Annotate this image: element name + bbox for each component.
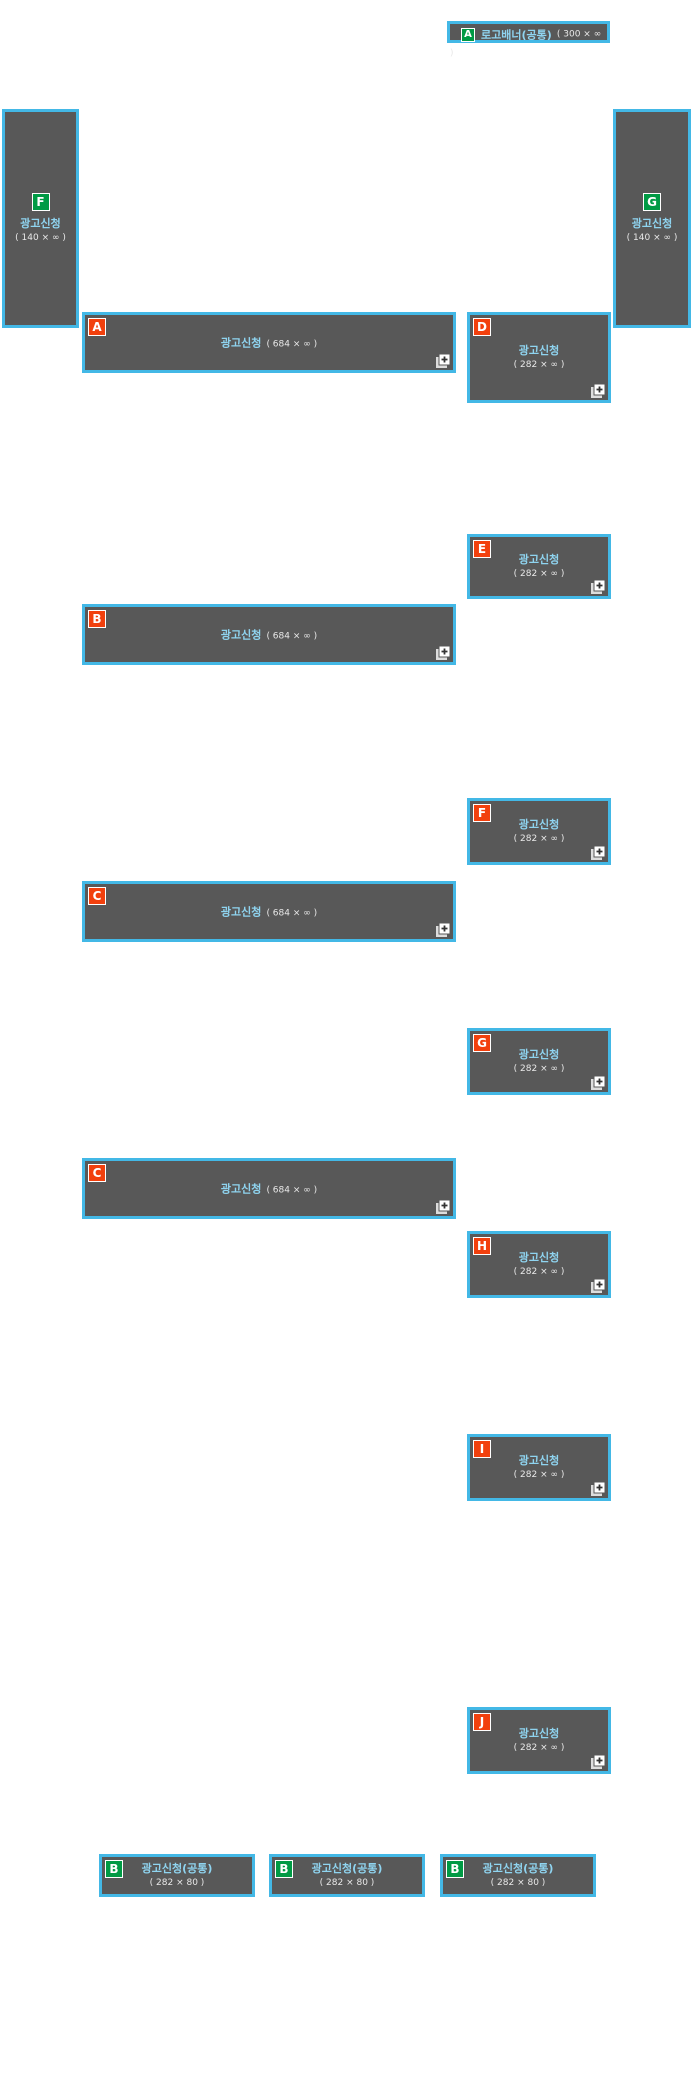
slot-label: 광고신청 [518, 1726, 560, 1740]
slot-badge: B [275, 1860, 293, 1878]
slot-size: ( 282 × ∞ ) [513, 1063, 565, 1074]
slot-label: 광고신청 [20, 216, 61, 230]
right-ad-slot[interactable]: H 광고신청 ( 282 × ∞ ) [467, 1231, 611, 1298]
slot-label: 광고신청 [518, 817, 560, 831]
slot-badge: F [473, 804, 491, 822]
wide-ad-slot[interactable]: B 광고신청 ( 684 × ∞ ) [82, 604, 456, 665]
slot-size: ( 282 × ∞ ) [513, 833, 565, 844]
slot-size: ( 282 × ∞ ) [513, 1266, 565, 1277]
slot-badge: G [473, 1034, 491, 1052]
slot-badge: C [88, 1164, 106, 1182]
add-icon[interactable] [591, 1481, 606, 1496]
slot-label: 광고신청 [518, 1047, 560, 1061]
slot-size: ( 140 × ∞ ) [15, 232, 66, 243]
slot-badge: I [473, 1440, 491, 1458]
add-icon[interactable] [436, 353, 451, 368]
add-icon[interactable] [591, 579, 606, 594]
wide-ad-slot[interactable]: C 광고신청 ( 684 × ∞ ) [82, 881, 456, 942]
add-icon[interactable] [591, 1075, 606, 1090]
slot-badge: B [88, 610, 106, 628]
slot-label: 광고신청 [220, 1182, 262, 1195]
slot-badge: A [88, 318, 106, 336]
slot-badge: J [473, 1713, 491, 1731]
slot-size: ( 140 × ∞ ) [626, 232, 678, 243]
bottom-common-ad-slot[interactable]: B 광고신청(공통) ( 282 × 80 ) [99, 1854, 255, 1897]
add-icon[interactable] [591, 1278, 606, 1293]
slot-label: 광고신청 [631, 216, 673, 230]
slot-badge: H [473, 1237, 491, 1255]
slot-badge: G [643, 192, 661, 211]
left-side-ad-slot[interactable]: F 광고신청 ( 140 × ∞ ) [2, 109, 79, 328]
add-icon[interactable] [436, 645, 451, 660]
slot-label: 광고신청 [518, 343, 560, 357]
right-ad-slot[interactable]: I 광고신청 ( 282 × ∞ ) [467, 1434, 611, 1501]
slot-label: 광고신청 [220, 336, 262, 349]
slot-size: ( 684 × ∞ ) [266, 339, 318, 349]
slot-badge: D [473, 318, 491, 336]
slot-size: ( 684 × ∞ ) [266, 631, 318, 641]
bottom-common-ad-slot[interactable]: B 광고신청(공통) ( 282 × 80 ) [440, 1854, 596, 1897]
right-ad-slot[interactable]: F 광고신청 ( 282 × ∞ ) [467, 798, 611, 865]
slot-label: 광고신청 [518, 1250, 560, 1264]
slot-size: ( 282 × ∞ ) [513, 359, 565, 370]
slot-badge: B [105, 1860, 123, 1878]
slot-label: 광고신청 [220, 905, 262, 918]
add-icon[interactable] [591, 1754, 606, 1769]
slot-badge: E [473, 540, 491, 558]
slot-size: ( 282 × 80 ) [490, 1877, 546, 1888]
right-side-ad-slot[interactable]: G 광고신청 ( 140 × ∞ ) [613, 109, 691, 328]
right-ad-slot[interactable]: G 광고신청 ( 282 × ∞ ) [467, 1028, 611, 1095]
slot-size: ( 282 × 80 ) [319, 1877, 375, 1888]
slot-size: ( 282 × ∞ ) [513, 568, 565, 579]
slot-size: ( 684 × ∞ ) [266, 1185, 318, 1195]
right-ad-slot[interactable]: E 광고신청 ( 282 × ∞ ) [467, 534, 611, 599]
add-icon[interactable] [591, 383, 606, 398]
bottom-common-ad-slot[interactable]: B 광고신청(공통) ( 282 × 80 ) [269, 1854, 425, 1897]
slot-label: 광고신청(공통) [482, 1861, 554, 1875]
right-ad-slot[interactable]: J 광고신청 ( 282 × ∞ ) [467, 1707, 611, 1774]
slot-badge: B [446, 1860, 464, 1878]
top-logo-banner-slot[interactable]: A 로고배너(공통) ( 300 × ∞ ) [447, 21, 610, 59]
slot-badge: C [88, 887, 106, 905]
slot-size: ( 282 × ∞ ) [513, 1742, 565, 1753]
add-icon[interactable] [436, 922, 451, 937]
slot-label: 광고신청(공통) [141, 1861, 213, 1875]
add-icon[interactable] [591, 845, 606, 860]
slot-size: ( 300 × ∞ ) [450, 29, 602, 59]
slot-badge: F [31, 192, 50, 211]
right-ad-slot[interactable]: D 광고신청 ( 282 × ∞ ) [467, 312, 611, 403]
slot-badge: A [461, 27, 475, 42]
slot-label: 광고신청(공통) [311, 1861, 383, 1875]
slot-size: ( 282 × ∞ ) [513, 1469, 565, 1480]
wide-ad-slot[interactable]: A 광고신청 ( 684 × ∞ ) [82, 312, 456, 373]
slot-label: 광고신청 [220, 628, 262, 641]
slot-label: 광고신청 [518, 1453, 560, 1467]
slot-size: ( 282 × 80 ) [149, 1877, 205, 1888]
slot-size: ( 684 × ∞ ) [266, 908, 318, 918]
wide-ad-slot[interactable]: C 광고신청 ( 684 × ∞ ) [82, 1158, 456, 1219]
slot-label: 로고배너(공통) [481, 28, 552, 42]
slot-label: 광고신청 [518, 552, 560, 566]
add-icon[interactable] [436, 1199, 451, 1214]
